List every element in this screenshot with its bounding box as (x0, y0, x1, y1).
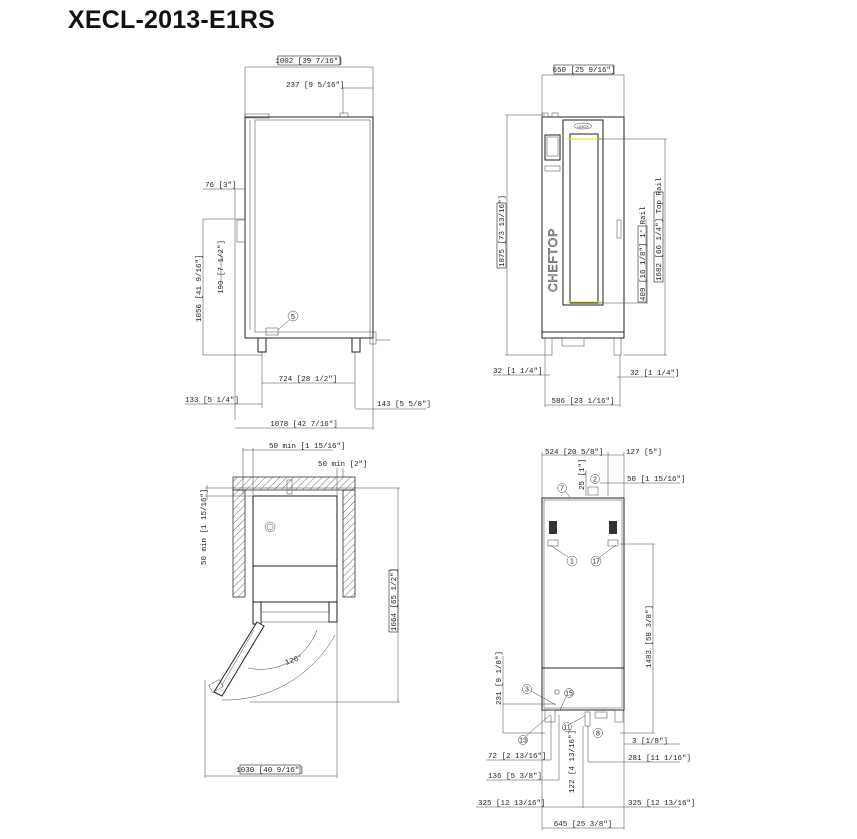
dim-top-offset: 237 [9 5/16"] (286, 82, 345, 90)
dim-231: 231 [9 1/8"] (496, 651, 504, 705)
rear-view: 7 2 1 17 3 15 13 11 8 524 [20 5/8"] 127 … (476, 449, 696, 830)
dim-25: 25 [1"] (579, 458, 587, 490)
wall-back (232, 476, 356, 491)
dim-136: 136 [5 3/8"] (488, 773, 542, 781)
dim-feet-spacing: 724 [28 1/2"] (279, 376, 338, 384)
open-door (213, 621, 265, 697)
callout-2: 2 (593, 477, 597, 484)
callout-circle (287, 310, 299, 322)
swing-arc-inner (247, 629, 318, 670)
dim-281: 281 [11 1/16"] (628, 755, 691, 763)
model-title: XECL-2013-E1RS (68, 6, 276, 34)
dim-bottom-rail: 409 [16 1/8"] 1° Rail (639, 206, 648, 301)
swing-angle: 120° (284, 653, 304, 668)
dim-back-min: 50 min [1 15/16"] (201, 488, 209, 565)
dim-325-right: 325 [12 13/16"] (628, 800, 696, 808)
swing-arc-outer (221, 634, 336, 701)
dim-overall-depth: 1002 [39 7/16"] (275, 58, 343, 66)
front-view: UNOX CHEFTOP 650 [25 9/16"] 1875 [73 13/… (493, 64, 680, 407)
dim-122: 122 [4 13/16"] (569, 730, 577, 793)
dim-total-depth: 1078 [42 7/16"] (270, 421, 338, 429)
callout-3: 3 (525, 687, 529, 694)
callout-15: 15 (565, 691, 573, 698)
dim-height-1056: 1056 [41 9/16"] (196, 254, 204, 322)
badge-text: UNOX (577, 124, 589, 129)
callout-17: 17 (592, 559, 600, 566)
callout-7: 7 (560, 486, 564, 493)
dim-right-min: 50 min [2"] (318, 461, 368, 469)
door-handle (616, 219, 622, 239)
side-body (244, 116, 374, 339)
callout-label: 5 (291, 314, 295, 321)
dim-top-rail: 1682 [66 1/4"] Top Rail (656, 177, 664, 281)
side-handle (236, 219, 246, 243)
vent-left (549, 521, 557, 534)
control-display (544, 134, 561, 161)
dim-feet-width: 586 [23 1/16"] (551, 398, 614, 406)
dim-645: 645 [25 3/8"] (554, 821, 613, 829)
callout-13: 13 (519, 738, 527, 745)
clearance-view: 120° 50 min [1 15/16"] 50 min [2"] 50 mi… (201, 443, 400, 778)
dim-325-left: 325 [12 13/16"] (478, 800, 546, 808)
dim-524: 524 [20 5/8"] (545, 449, 604, 457)
unit-top (252, 495, 338, 567)
callout-1: 1 (570, 559, 574, 566)
dim-72: 72 [2 13/16"] (488, 753, 547, 761)
vent-right (609, 521, 617, 534)
side-view: 5 1002 [39 7/16"] 237 [9 5/16"] 76 [3"] … (185, 55, 431, 430)
dim-left-offset: 76 [3"] (205, 182, 237, 190)
dim-left-inset: 32 [1 1/4"] (493, 368, 543, 376)
dim-3: 3 [1/8"] (632, 738, 668, 746)
foot-right (351, 337, 361, 353)
rear-callouts: 7 2 1 17 3 15 13 11 8 (518, 474, 617, 745)
brand-lettering: CHEFTOP (546, 228, 560, 292)
dim-50: 50 [1 15/16"] (627, 476, 686, 484)
dim-depth-open: 1664 [65 1/2"] (391, 568, 399, 631)
foot-left (257, 337, 267, 353)
callout-8: 8 (596, 731, 600, 738)
dim-height-190: 190 [7 1/2"] (218, 240, 226, 294)
dim-right-foot: 143 [5 5/8"] (377, 401, 431, 409)
wall-right (342, 489, 356, 598)
dim-1483: 1483 [58 3/8"] (646, 605, 654, 668)
dim-right-inset: 32 [1 1/4"] (630, 370, 680, 378)
dim-left-min: 50 min [1 15/16"] (269, 443, 346, 451)
dim-front-height: 1875 [73 13/16"] (499, 195, 507, 267)
dim-127: 127 [5"] (626, 449, 662, 457)
wall-left (232, 489, 246, 598)
brand-badge (573, 122, 593, 130)
dim-width-open: 1030 [40 9/16"] (236, 767, 304, 775)
callout-11: 11 (563, 725, 570, 732)
rear-body-lower (541, 667, 625, 711)
dim-front-width: 650 [25 9/16"] (552, 67, 615, 75)
door-window (569, 133, 599, 304)
dim-left-foot: 133 [5 1/4"] (185, 397, 239, 405)
